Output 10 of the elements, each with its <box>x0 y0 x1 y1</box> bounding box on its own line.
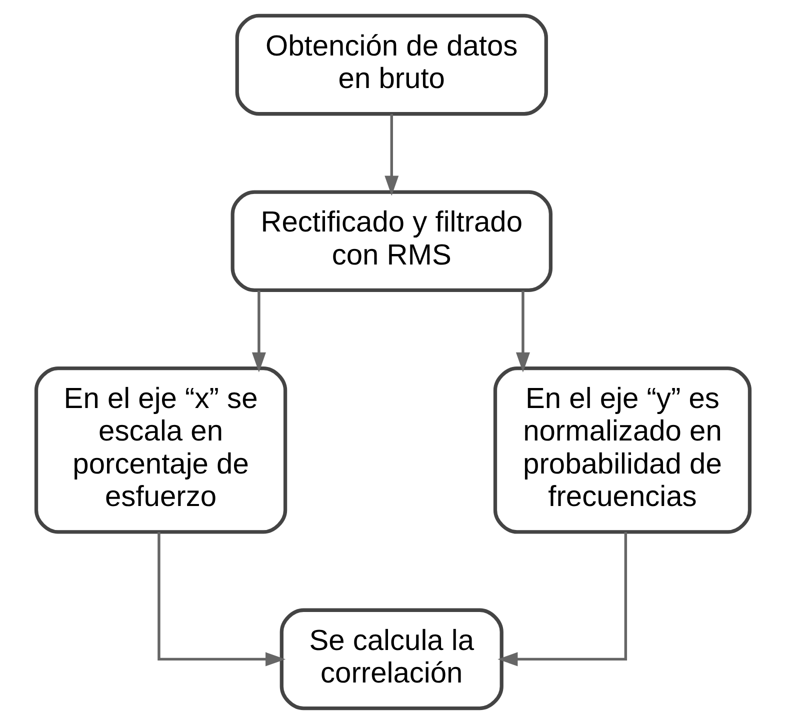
node-box: Rectificado y filtrado con RMS <box>230 190 552 292</box>
arrow <box>158 532 286 666</box>
arrow <box>252 290 266 372</box>
arrow <box>498 532 628 666</box>
arrow <box>384 114 399 196</box>
node-box: Obtención de datos en bruto <box>235 14 548 116</box>
arrow <box>516 290 530 372</box>
node-box: Se calcula la correlación <box>280 608 504 710</box>
node-box: En el eje “x” se escala en porcentaje de esfuerzo <box>34 366 288 534</box>
node-box: En el eje “y” es normalizado en probabilidad de frecuencias <box>493 366 752 534</box>
